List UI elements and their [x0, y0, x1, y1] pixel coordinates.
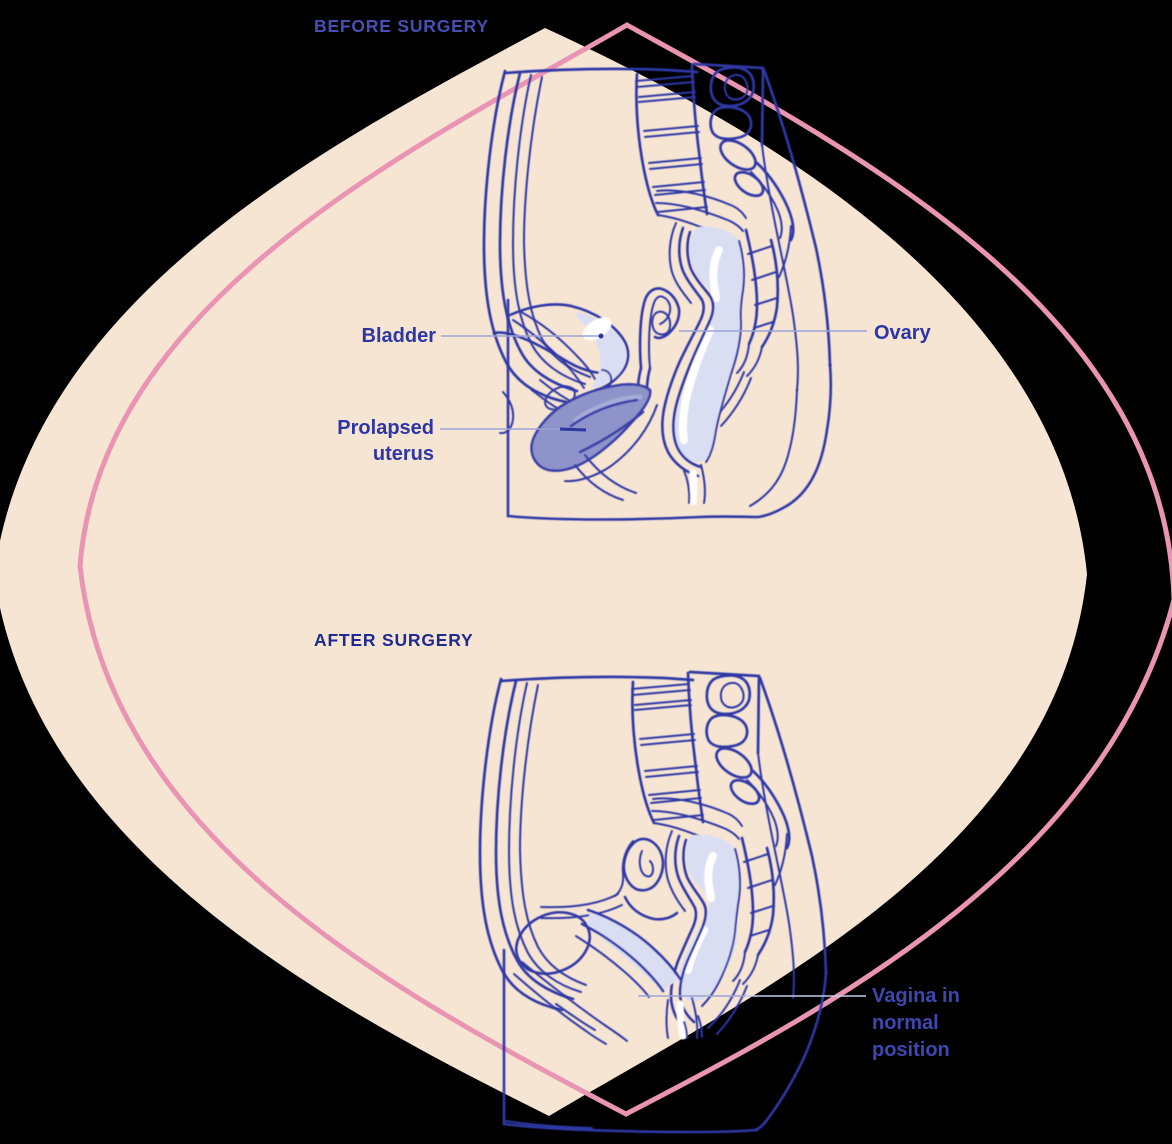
svg-text:position: position [872, 1039, 950, 1061]
svg-text:normal: normal [872, 1012, 939, 1034]
svg-text:BEFORE SURGERY: BEFORE SURGERY [314, 16, 489, 36]
svg-text:Bladder: Bladder [362, 325, 437, 347]
svg-text:uterus: uterus [373, 443, 434, 465]
svg-text:Ovary: Ovary [874, 322, 932, 344]
svg-text:Prolapsed: Prolapsed [337, 417, 434, 439]
svg-text:Vagina in: Vagina in [872, 985, 960, 1007]
svg-text:AFTER SURGERY: AFTER SURGERY [314, 630, 473, 650]
